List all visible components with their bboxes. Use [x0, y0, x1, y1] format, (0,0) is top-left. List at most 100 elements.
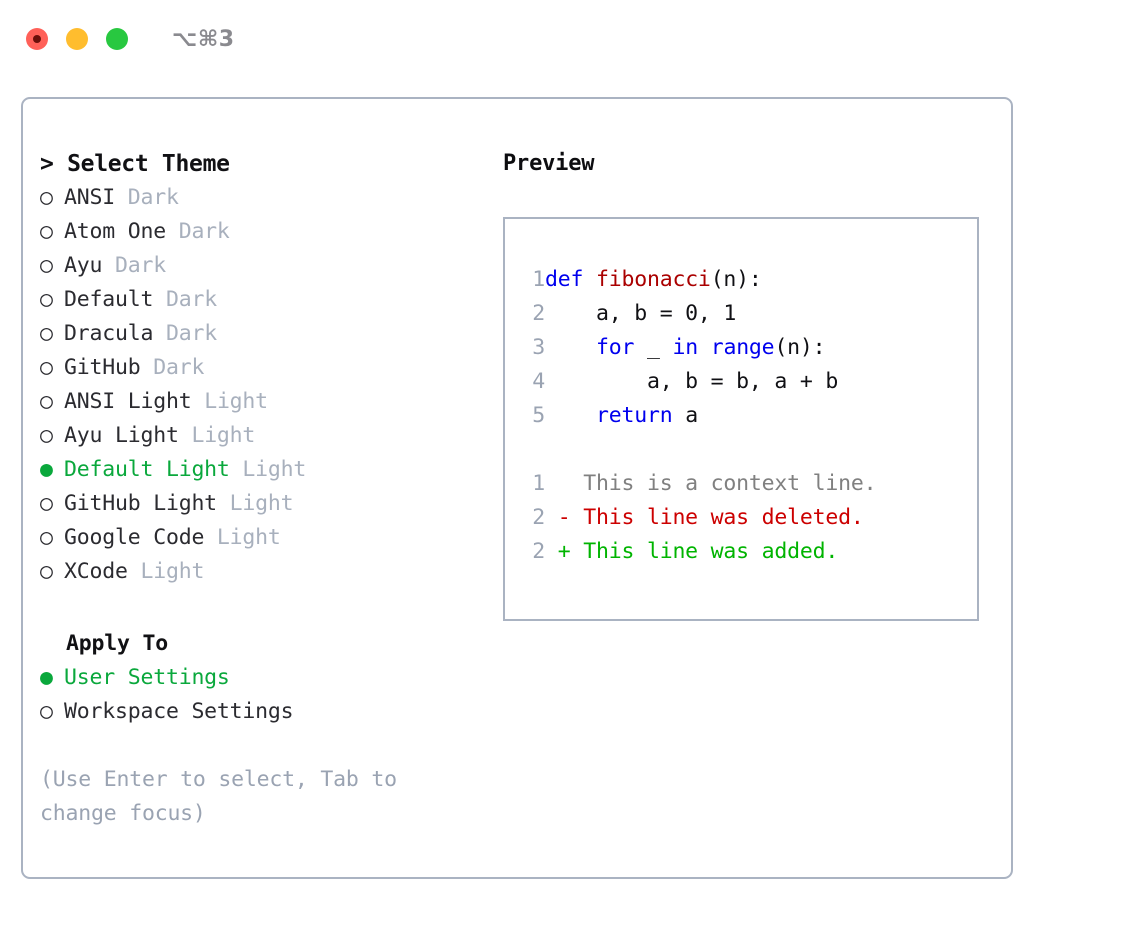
theme-name-label: Google Code [64, 525, 205, 550]
code-token: + This line was added. [545, 539, 839, 564]
code-token: _ [634, 335, 673, 360]
theme-name-label: Default Light [64, 457, 230, 482]
theme-list-item[interactable]: ○ Default Dark [40, 283, 503, 317]
apply-to-list[interactable]: ● User Settings ○ Workspace Settings [40, 661, 503, 729]
theme-list-item[interactable]: ○ Dracula Dark [40, 317, 503, 351]
code-token: a, b = b, a + b [545, 369, 839, 394]
preview-title: Preview [503, 151, 595, 176]
radio-unselected-icon: ○ [40, 185, 53, 210]
theme-mode-badge: Dark [140, 355, 205, 380]
line-number: 1 [532, 471, 545, 496]
theme-selector-column: > Select Theme ○ANSI Dark○Atom One Dark○… [23, 99, 503, 877]
radio-unselected-icon: ○ [40, 699, 53, 724]
maximize-button-icon[interactable] [106, 28, 128, 50]
radio-unselected-icon: ○ [40, 355, 53, 380]
code-line: 2 a, b = 0, 1 [519, 297, 977, 331]
line-number: 1 [532, 267, 545, 292]
apply-to-item[interactable]: ● User Settings [40, 661, 503, 695]
line-number: 2 [532, 301, 545, 326]
code-line: 1def fibonacci(n): [519, 263, 977, 297]
theme-mode-badge: Light [229, 457, 307, 482]
theme-mode-badge: Dark [153, 321, 217, 346]
theme-mode-badge: Dark [165, 219, 230, 244]
theme-mode-badge: Light [178, 423, 256, 448]
radio-unselected-icon: ○ [40, 525, 53, 550]
theme-mode-badge: Light [204, 525, 281, 550]
code-token: - This line was deleted. [545, 505, 864, 530]
radio-unselected-icon: ○ [40, 491, 53, 516]
code-token: in [672, 335, 698, 360]
theme-name-label: Atom One [64, 219, 166, 244]
code-token: for [595, 335, 635, 360]
theme-list-item[interactable]: ○ GitHub Dark [40, 351, 503, 385]
diff-line: 2 - This line was deleted. [519, 501, 977, 535]
code-line: 4 a, b = b, a + b [519, 365, 977, 399]
theme-name-label: Ayu [64, 253, 103, 278]
theme-name-label: Ayu Light [64, 423, 179, 448]
theme-mode-badge: Light [127, 559, 205, 584]
code-token [545, 403, 596, 428]
theme-list[interactable]: ○ANSI Dark○Atom One Dark○Ayu Dark○Defaul… [40, 181, 503, 589]
radio-unselected-icon: ○ [40, 253, 53, 278]
theme-list-item[interactable]: ○ Ayu Light Light [40, 419, 503, 453]
theme-mode-badge: Light [216, 491, 294, 516]
theme-list-item[interactable]: ○ GitHub Light Light [40, 487, 503, 521]
theme-list-item[interactable]: ● Default Light Light [40, 453, 503, 487]
diff-line: 2 + This line was added. [519, 535, 977, 569]
code-token: (n): [710, 267, 762, 292]
code-token [545, 335, 596, 360]
radio-selected-icon: ● [40, 665, 53, 690]
code-token: return [595, 403, 673, 428]
theme-name-label: GitHub [64, 355, 141, 380]
theme-name-label: Default [64, 287, 154, 312]
apply-to-item[interactable]: ○ Workspace Settings [40, 695, 503, 729]
code-token [698, 335, 711, 360]
radio-unselected-icon: ○ [40, 423, 53, 448]
radio-selected-icon: ● [40, 457, 53, 482]
code-token: range [710, 335, 775, 360]
theme-list-item[interactable]: ○ANSI Dark [40, 181, 503, 215]
code-token: This is a context line. [545, 471, 877, 496]
line-number: 2 [532, 539, 545, 564]
line-number: 5 [532, 403, 545, 428]
code-token: a [672, 403, 698, 428]
theme-list-item[interactable]: ○ Ayu Dark [40, 249, 503, 283]
code-token: (n): [774, 335, 826, 360]
theme-mode-badge: Dark [102, 253, 166, 278]
keyboard-hint: (Use Enter to select, Tab to change focu… [40, 767, 410, 826]
diff-sample: 1 This is a context line.2 - This line w… [519, 467, 977, 569]
record-indicator-icon [33, 35, 41, 43]
diff-line: 1 This is a context line. [519, 467, 977, 501]
radio-unselected-icon: ○ [40, 559, 53, 584]
radio-unselected-icon: ○ [40, 389, 53, 414]
theme-name-label: GitHub Light [64, 491, 217, 516]
code-token: fibonacci [595, 267, 711, 292]
apply-to-header: Apply To [66, 631, 168, 656]
window-controls [26, 28, 128, 50]
close-button-icon[interactable] [26, 28, 48, 50]
code-line: 5 return a [519, 399, 977, 433]
theme-name-label: XCode [64, 559, 128, 584]
theme-name-label: Dracula [64, 321, 154, 346]
radio-unselected-icon: ○ [40, 287, 53, 312]
theme-name-label: ANSI Light [64, 389, 192, 414]
minimize-button-icon[interactable] [66, 28, 88, 50]
line-number: 2 [532, 505, 545, 530]
apply-to-label: User Settings [64, 665, 230, 690]
theme-list-item[interactable]: ○ XCode Light [40, 555, 503, 589]
theme-list-item[interactable]: ○ ANSI Light Light [40, 385, 503, 419]
theme-mode-badge: Light [191, 389, 268, 414]
radio-unselected-icon: ○ [40, 321, 53, 346]
theme-list-item[interactable]: ○ Google Code Light [40, 521, 503, 555]
code-token: def [545, 267, 596, 292]
radio-unselected-icon: ○ [40, 219, 53, 244]
main-panel: > Select Theme ○ANSI Dark○Atom One Dark○… [21, 97, 1013, 879]
theme-mode-badge: Dark [153, 287, 217, 312]
theme-list-item[interactable]: ○ Atom One Dark [40, 215, 503, 249]
apply-to-label: Workspace Settings [64, 699, 294, 724]
title-bar: ⌥⌘3 [0, 0, 1140, 78]
code-diff-separator [519, 433, 977, 467]
